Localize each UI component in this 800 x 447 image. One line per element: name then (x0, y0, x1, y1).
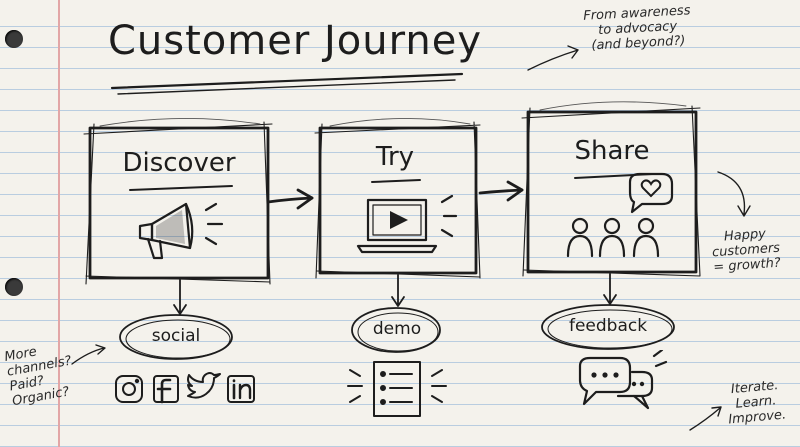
note-arrow-growth (717, 171, 751, 217)
arrow-try-share (478, 188, 524, 195)
arrow-discover-try (266, 196, 314, 204)
laptop-play-icon (356, 194, 458, 254)
binder-hole (5, 278, 23, 296)
instagram-icon (115, 375, 143, 403)
channel-label-feedback: feedback (568, 316, 648, 336)
title-underline (110, 72, 464, 90)
megaphone-icon (138, 202, 224, 260)
chat-bubbles-icon (578, 350, 668, 410)
stage-box-try (314, 118, 481, 279)
note-arrow-iterate (689, 406, 722, 431)
stage-label-try: Try (375, 142, 415, 172)
stage-label-share: Share (574, 136, 650, 166)
note-arrow-channels (71, 344, 106, 365)
page-title: Customer Journey (108, 18, 483, 64)
binder-hole (5, 30, 23, 48)
iterate-note: Iterate. Learn. Improve. (727, 378, 787, 428)
stage-box-share (521, 101, 701, 277)
channels-note: More channels? Paid? Organic? (3, 344, 73, 410)
margin-line (58, 0, 60, 447)
checklist-document-icon (347, 361, 447, 417)
linkedin-icon (227, 375, 255, 403)
note-arrow-subtitle (527, 45, 579, 71)
growth-note: Happy customers = growth? (711, 226, 782, 276)
stage-label-discover: Discover (122, 148, 236, 178)
channel-label-demo: demo (372, 319, 422, 339)
facebook-icon (153, 375, 179, 404)
twitter-icon (187, 372, 221, 399)
channel-oval-social (119, 314, 233, 360)
channel-label-social: social (151, 326, 201, 346)
channel-oval-demo (351, 307, 441, 353)
people-heart-icon (566, 172, 674, 258)
channel-oval-feedback (541, 304, 675, 350)
social-icons-row (115, 372, 255, 404)
subtitle-note: From awareness to advocacy (and beyond?) (582, 3, 691, 54)
title-underline (117, 79, 456, 95)
